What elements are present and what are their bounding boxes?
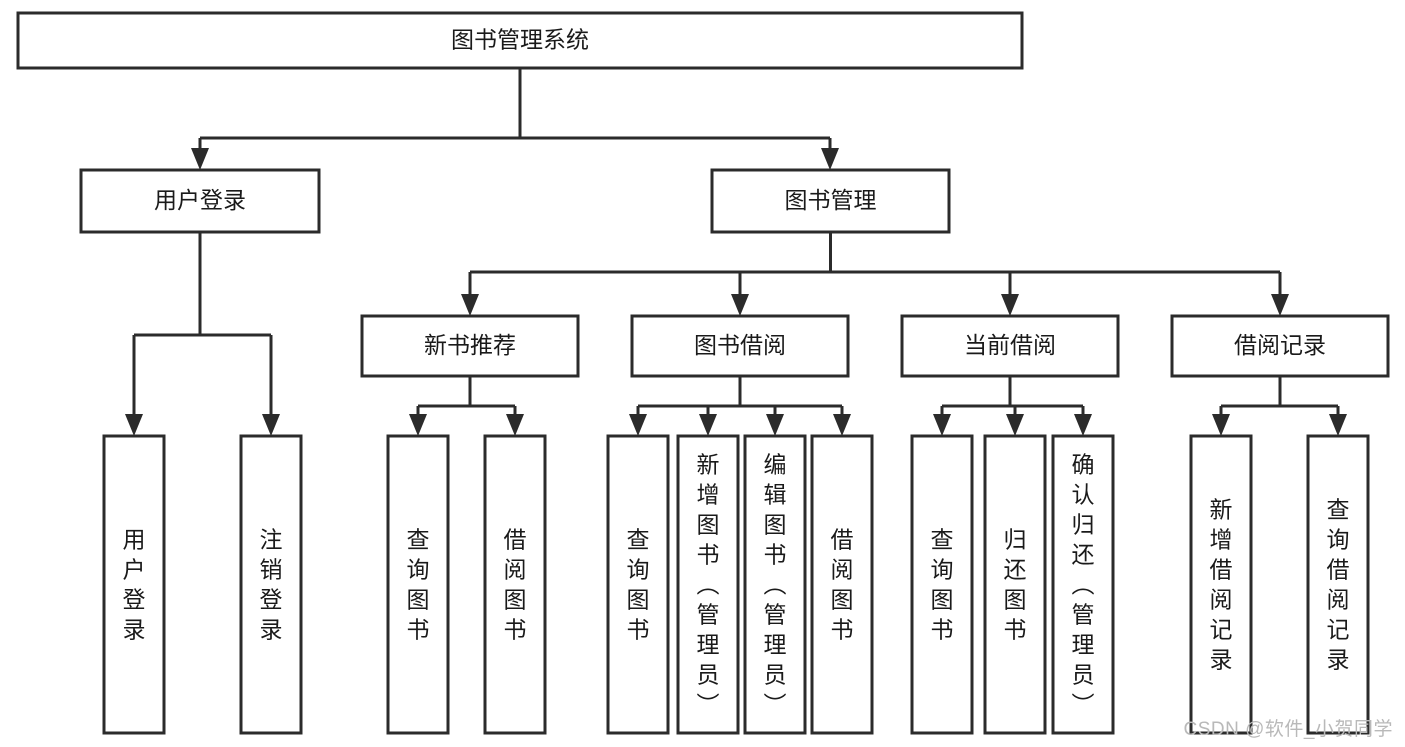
arrow-head-icon bbox=[191, 148, 209, 170]
node-leaf-query-book-2[interactable]: 查询图书 bbox=[606, 434, 670, 735]
node-box-leaf-borrow-book-2 bbox=[810, 434, 874, 735]
arrow-head-icon bbox=[1006, 414, 1024, 436]
node-label-leaf-add-book-admin: 新增图书︵管理员︶ bbox=[697, 452, 720, 718]
node-label-leaf-add-borrow-record: 新增借阅记录 bbox=[1210, 497, 1233, 673]
node-leaf-return-book[interactable]: 归还图书 bbox=[983, 434, 1047, 735]
arrow-head-icon bbox=[1001, 294, 1019, 316]
node-leaf-query-borrow-record[interactable]: 查询借阅记录 bbox=[1306, 434, 1370, 735]
node-box-leaf-edit-book-admin bbox=[743, 434, 807, 735]
node-box-leaf-return-book bbox=[983, 434, 1047, 735]
node-box-leaf-borrow-book-1 bbox=[483, 434, 547, 735]
node-box-new-book-recommend bbox=[360, 314, 580, 378]
node-label-leaf-borrow-book-1: 借阅图书 bbox=[504, 527, 527, 643]
node-borrow-record[interactable]: 借阅记录 bbox=[1170, 314, 1390, 378]
node-label-borrow-record: 借阅记录 bbox=[1234, 332, 1326, 358]
node-book-management[interactable]: 图书管理 bbox=[710, 168, 951, 234]
node-leaf-add-book-admin[interactable]: 新增图书︵管理员︶ bbox=[676, 434, 740, 735]
node-label-leaf-return-book: 归还图书 bbox=[1004, 527, 1027, 643]
node-book-borrow[interactable]: 图书借阅 bbox=[630, 314, 850, 378]
node-label-leaf-query-book-1: 查询图书 bbox=[407, 527, 430, 643]
nodes-layer: 图书管理系统用户登录图书管理新书推荐图书借阅当前借阅借阅记录用户登录注销登录查询… bbox=[16, 11, 1390, 735]
node-box-leaf-query-book-1 bbox=[386, 434, 450, 735]
node-box-leaf-query-borrow-record bbox=[1306, 434, 1370, 735]
arrow-head-icon bbox=[1212, 414, 1230, 436]
node-root[interactable]: 图书管理系统 bbox=[16, 11, 1024, 70]
arrow-head-icon bbox=[821, 148, 839, 170]
node-box-leaf-query-book-2 bbox=[606, 434, 670, 735]
arrow-head-icon bbox=[1271, 294, 1289, 316]
node-box-leaf-logout-login bbox=[239, 434, 303, 735]
node-label-book-management: 图书管理 bbox=[785, 187, 877, 213]
arrow-head-icon bbox=[699, 414, 717, 436]
node-box-book-management bbox=[710, 168, 951, 234]
node-leaf-logout-login[interactable]: 注销登录 bbox=[239, 434, 303, 735]
node-label-leaf-edit-book-admin: 编辑图书︵管理员︶ bbox=[764, 452, 787, 718]
node-label-leaf-confirm-return-admin: 确认归还︵管理员︶ bbox=[1072, 452, 1095, 718]
node-label-leaf-logout-login: 注销登录 bbox=[260, 527, 283, 643]
node-leaf-query-book-1[interactable]: 查询图书 bbox=[386, 434, 450, 735]
node-label-leaf-borrow-book-2: 借阅图书 bbox=[831, 527, 854, 643]
arrow-head-icon bbox=[125, 414, 143, 436]
node-box-borrow-record bbox=[1170, 314, 1390, 378]
arrow-head-icon bbox=[409, 414, 427, 436]
node-label-new-book-recommend: 新书推荐 bbox=[424, 332, 516, 358]
node-box-leaf-query-book-3 bbox=[910, 434, 974, 735]
edges-layer bbox=[125, 68, 1347, 436]
node-current-borrow[interactable]: 当前借阅 bbox=[900, 314, 1120, 378]
arrow-head-icon bbox=[1074, 414, 1092, 436]
node-leaf-add-borrow-record[interactable]: 新增借阅记录 bbox=[1189, 434, 1253, 735]
node-leaf-confirm-return-admin[interactable]: 确认归还︵管理员︶ bbox=[1051, 434, 1115, 735]
arrow-head-icon bbox=[833, 414, 851, 436]
node-label-user-login: 用户登录 bbox=[154, 187, 246, 213]
node-label-leaf-query-borrow-record: 查询借阅记录 bbox=[1327, 497, 1350, 673]
node-user-login[interactable]: 用户登录 bbox=[79, 168, 321, 234]
arrow-head-icon bbox=[766, 414, 784, 436]
node-box-root bbox=[16, 11, 1024, 70]
arrow-head-icon bbox=[1329, 414, 1347, 436]
node-label-current-borrow: 当前借阅 bbox=[964, 332, 1056, 358]
node-label-root: 图书管理系统 bbox=[451, 27, 589, 53]
node-leaf-edit-book-admin[interactable]: 编辑图书︵管理员︶ bbox=[743, 434, 807, 735]
node-leaf-user-login[interactable]: 用户登录 bbox=[102, 434, 166, 735]
node-box-leaf-user-login bbox=[102, 434, 166, 735]
arrow-head-icon bbox=[262, 414, 280, 436]
node-label-book-borrow: 图书借阅 bbox=[694, 332, 786, 358]
node-label-leaf-query-book-2: 查询图书 bbox=[627, 527, 650, 643]
node-leaf-query-book-3[interactable]: 查询图书 bbox=[910, 434, 974, 735]
node-leaf-borrow-book-1[interactable]: 借阅图书 bbox=[483, 434, 547, 735]
node-box-current-borrow bbox=[900, 314, 1120, 378]
node-box-leaf-add-borrow-record bbox=[1189, 434, 1253, 735]
node-box-book-borrow bbox=[630, 314, 850, 378]
arrow-head-icon bbox=[731, 294, 749, 316]
arrow-head-icon bbox=[461, 294, 479, 316]
node-box-leaf-confirm-return-admin bbox=[1051, 434, 1115, 735]
node-leaf-borrow-book-2[interactable]: 借阅图书 bbox=[810, 434, 874, 735]
node-box-user-login bbox=[79, 168, 321, 234]
node-label-leaf-user-login: 用户登录 bbox=[123, 527, 146, 643]
arrow-head-icon bbox=[506, 414, 524, 436]
arrow-head-icon bbox=[933, 414, 951, 436]
node-box-leaf-add-book-admin bbox=[676, 434, 740, 735]
node-label-leaf-query-book-3: 查询图书 bbox=[931, 527, 954, 643]
arrow-head-icon bbox=[629, 414, 647, 436]
node-new-book-recommend[interactable]: 新书推荐 bbox=[360, 314, 580, 378]
